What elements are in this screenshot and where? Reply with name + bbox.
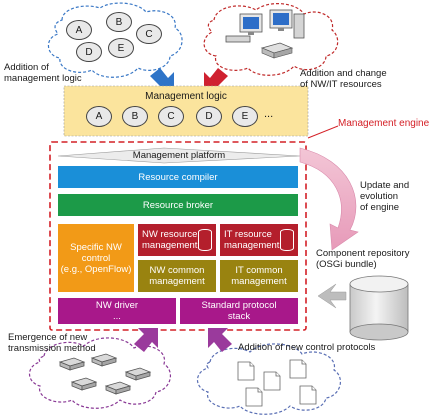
new-protocols-label: Addition of new control protocols (238, 342, 376, 353)
cloud-module-b: B (106, 12, 132, 32)
logic-module-b: B (122, 106, 148, 127)
logic-module-c: C (158, 106, 184, 127)
logic-ellipsis: ... (264, 108, 274, 120)
arrow-purple-right-icon (208, 328, 232, 352)
cloud-module-e: E (108, 38, 134, 58)
nw-driver: NW driver... (58, 298, 176, 324)
it-database-icon (280, 229, 294, 251)
protocols-cloud (196, 343, 342, 415)
arrow-purple-left-icon (134, 328, 158, 352)
logic-module-d: D (196, 106, 222, 127)
cloud-module-c: C (136, 24, 162, 44)
nw-database-icon (198, 229, 212, 251)
management-platform-label: Management platform (132, 150, 226, 161)
cloud-module-d: D (76, 42, 102, 62)
repository-cylinder-icon (349, 275, 409, 341)
resource-compiler: Resource compiler (58, 166, 298, 188)
transmission-devices-cloud (28, 337, 172, 409)
engine-leader-line (307, 125, 339, 139)
resource-broker: Resource broker (58, 194, 298, 216)
component-repository-label: Component repository(OSGi bundle) (316, 248, 410, 270)
management-logic-title: Management logic (145, 91, 227, 102)
cloud-module-a: A (66, 20, 92, 40)
update-evolution-arrow-icon (299, 147, 359, 251)
logic-module-e: E (232, 106, 258, 127)
repository-arrow-icon (317, 283, 347, 309)
computer-icons (225, 9, 305, 59)
management-engine-label: Management engine (338, 118, 430, 129)
management-engine-frame (49, 141, 307, 331)
logic-module-a: A (86, 106, 112, 127)
